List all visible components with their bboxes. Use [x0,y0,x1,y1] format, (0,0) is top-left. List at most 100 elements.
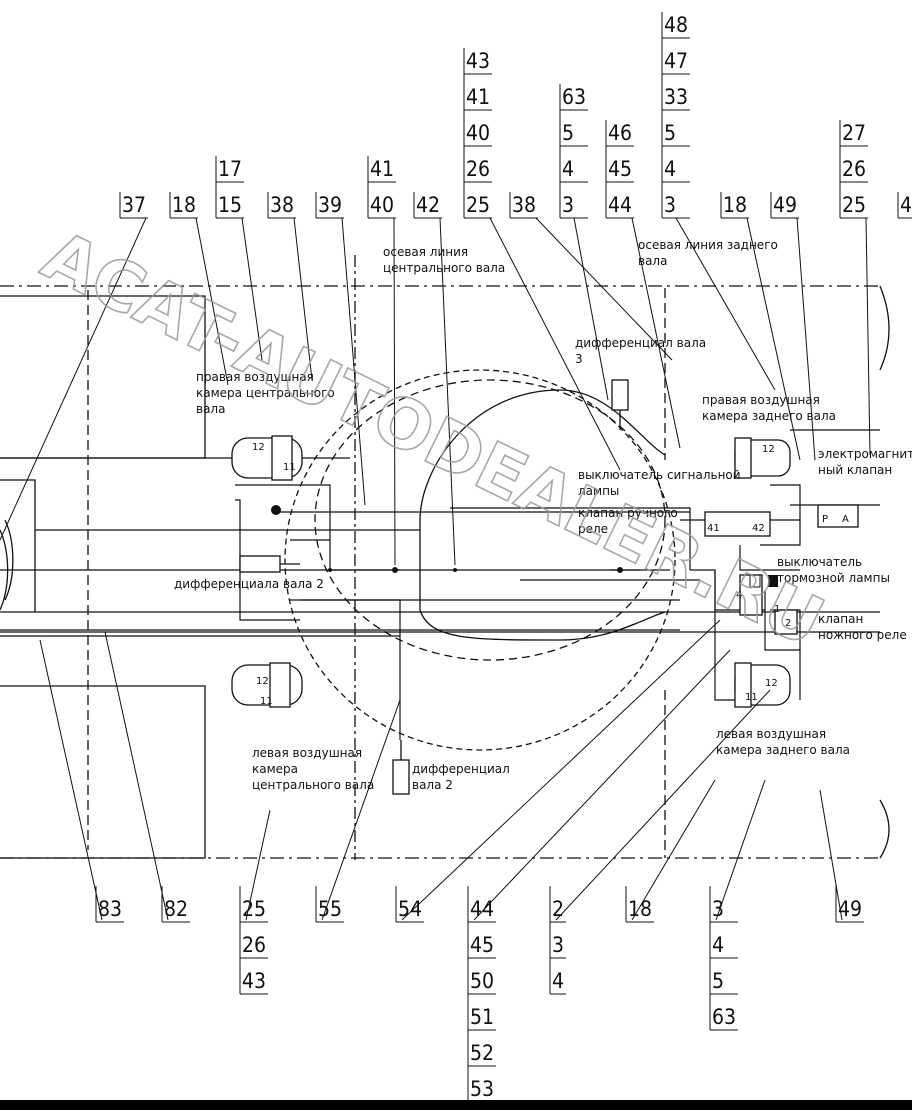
callout-number: 37 [122,193,146,217]
port-1: 1 [774,604,780,615]
callout-number: 5 [664,121,676,145]
callout-number: 38 [270,193,294,217]
callout-stack: 55 [315,886,344,923]
callout-number: 47 [664,49,688,73]
port-11: 11 [283,462,296,473]
right-air-chamber-central: 12 11 [231,435,303,481]
callout-number: 51 [470,1005,494,1029]
central-axle-housing [0,369,676,751]
callout-stack: 18 [625,886,654,923]
callout-number: 44 [608,193,632,217]
leader-line [401,619,721,921]
callout-stack: 49 [835,886,864,923]
callout-number: 4 [562,157,574,181]
differential-valve-2-left [239,555,300,573]
port-a: A [842,514,849,525]
port-4: 4 [736,590,742,601]
air-lines [0,484,801,740]
callout-number: 49 [838,897,862,921]
leader-line [746,217,801,461]
callout-number: 41 [466,85,490,109]
leader-line [0,217,147,541]
solenoid-valve: P A [817,504,859,528]
callout-number: 38 [512,193,536,217]
callout-number: 15 [218,193,242,217]
callout-number: 52 [470,1041,494,1065]
leader-line [245,809,271,921]
right-air-chamber-rear: 12 [734,437,791,479]
port-2: 2 [785,618,791,629]
callout-stack: 49 [770,192,799,219]
port-12: 12 [252,442,265,453]
callout-number: 55 [318,897,342,921]
callout-number: 18 [723,193,747,217]
callout-number: 45 [470,933,494,957]
callout-number: 45 [608,157,632,181]
callout-number: 63 [712,1005,736,1029]
callout-number: 4 [552,969,564,993]
leader-line [819,789,843,921]
callout-number: 4 [900,193,912,217]
callout-number: 26 [466,157,490,181]
signal-switch-label: выключатель сигнальной лампы [578,468,744,498]
callout-number: 82 [164,897,188,921]
callout-number: 5 [712,969,724,993]
port-12: 12 [762,444,775,455]
leader-line [489,217,621,471]
callout-number: 3 [712,897,724,921]
callout-number: 25 [466,193,490,217]
port-11: 11 [745,692,758,703]
leader-line [341,217,366,506]
right-margin [912,0,920,1110]
callout-number: 26 [842,157,866,181]
leader-line [104,631,169,921]
leader-line [573,217,609,401]
leader-line [321,699,401,921]
differential-2-bottom-label: дифференциал вала 2 [412,762,514,792]
callout-stack: 4 [897,192,914,219]
hand-relay-valve: 41 42 [704,511,771,537]
callout-stack: 38 [509,192,538,219]
callout-number: 44 [470,897,494,921]
leader-line [555,689,771,921]
port-42: 42 [752,523,765,534]
callout-number: 53 [470,1077,494,1101]
callout-stack: 2 3 4 [549,886,566,995]
port-41: 41 [707,523,720,534]
callout-number: 17 [218,157,242,181]
brake-light-switch-label: выключатель тормозной лампы [777,555,890,585]
differential-valve-3 [611,379,629,430]
bottom-border [0,1100,920,1110]
callout-number: 25 [242,897,266,921]
right-chamber-central-label: правая воздушная камера центрального вал… [196,370,339,416]
annotation-labels: осевая линия центрального вала осевая ли… [174,238,914,792]
callout-number: 48 [664,13,688,37]
callout-number: 3 [552,933,564,957]
callout-stack: 37 [119,192,148,219]
callout-stack: 39 [315,192,344,219]
callout-number: 27 [842,121,866,145]
central-axis-label: осевая линия центрального вала [383,245,505,275]
callout-stack: 38 [267,192,296,219]
callout-leaders [0,217,871,921]
leader-line [631,779,716,921]
callout-stack: 18 [169,192,198,219]
differential-valve-2 [392,740,410,795]
callout-number: 39 [318,193,342,217]
callout-number: 43 [466,49,490,73]
callout-number: 33 [664,85,688,109]
port-12: 12 [765,678,778,689]
callout-number: 25 [842,193,866,217]
foot-relay-label: клапан ножного реле [818,612,907,642]
leader-line [796,217,816,461]
callout-number: 2 [552,897,564,921]
